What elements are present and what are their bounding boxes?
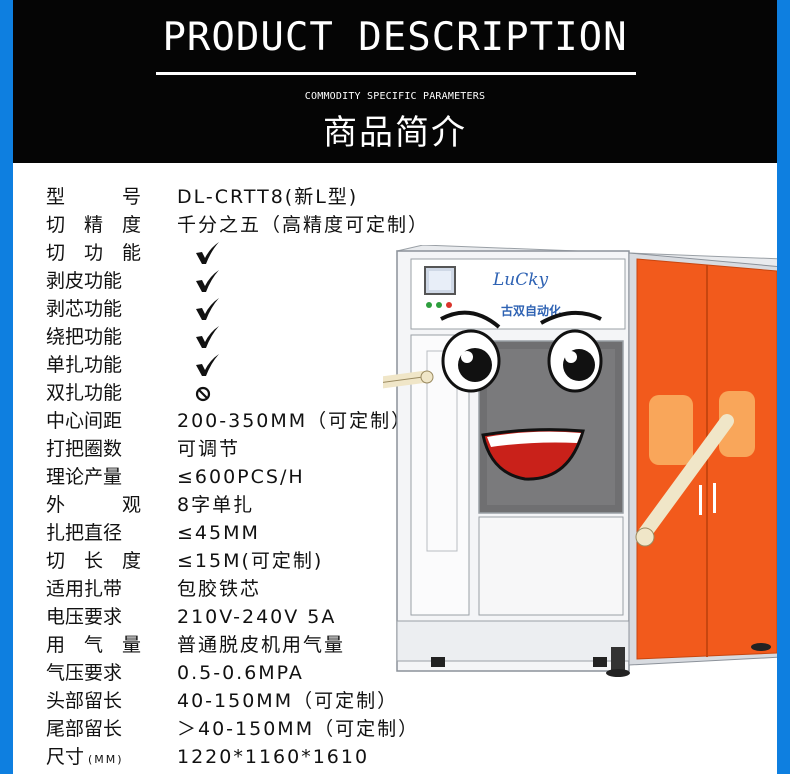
spec-value: 1220*1160*1610 [177,746,370,768]
check-icon [196,270,219,292]
page-subtitle: COMMODITY SPECIFIC PARAMETERS [304,91,486,102]
spec-row: 型号 DL-CRTT8(新L型) [46,183,466,211]
spec-label: 适用扎带 [46,578,123,600]
machine-illustration: LuCky 古双自动化 [383,245,777,677]
spec-value: DL-CRTT8(新L型) [177,186,359,208]
spec-row: 电压要求 210V-240V 5A [46,603,466,631]
spec-value: ≤600PCS/H [177,466,305,488]
spec-row: 切精度 千分之五（高精度可定制） [46,211,466,239]
spec-label: 理论产量 [46,466,123,488]
spec-value: 200-350MM（可定制） [177,410,413,432]
page-title-cn: 商品简介 [323,113,467,153]
spec-row: 理论产量 ≤600PCS/H [46,463,466,491]
spec-row: 剥芯功能 [46,295,466,323]
spec-value: ≤15M(可定制) [177,550,324,572]
spec-row: 适用扎带 包胶铁芯 [46,575,466,603]
spec-row: 绕把功能 [46,323,466,351]
no-icon [195,386,211,402]
spec-value: 8字单扎 [177,494,255,516]
spec-row: 气压要求 0.5-0.6MPA [46,659,466,687]
spec-row: 切功能 [46,239,466,267]
machine-brand: 古双自动化 [501,303,561,318]
spec-row: 扎把直径 ≤45MM [46,519,466,547]
spec-row: 中心间距 200-350MM（可定制） [46,407,466,435]
check-icon [196,354,219,376]
spec-label: 尾部留长 [46,718,123,740]
spec-value: ＞40-150MM（可定制） [177,718,420,740]
spec-value: 包胶铁芯 [177,578,262,600]
spec-label: 气压要求 [46,662,123,684]
spec-row: 外观 8字单扎 [46,491,466,519]
spec-row: 用气量 普通脱皮机用气量 [46,631,466,659]
spec-row: 头部留长 40-150MM（可定制） [46,687,466,715]
spec-row: 剥皮功能 [46,267,466,295]
page-title: PRODUCT DESCRIPTION [162,15,628,60]
spec-label: 用气量 [46,634,141,656]
spec-row: 切长度 ≤15M(可定制) [46,547,466,575]
check-icon [196,326,219,348]
spec-label: 扎把直径 [46,522,123,544]
spec-value: 千分之五（高精度可定制） [177,214,430,236]
spec-row: 单扎功能 [46,351,466,379]
header-banner: PRODUCT DESCRIPTION COMMODITY SPECIFIC P… [13,0,777,163]
spec-label: 双扎功能 [46,382,123,404]
spec-label: 中心间距 [46,410,123,432]
spec-value: 210V-240V 5A [177,606,337,628]
content-panel: 型号 DL-CRTT8(新L型) 切精度 千分之五（高精度可定制） 切功能剥皮功能剥芯功… [13,163,777,774]
spec-row: 尺寸(MM) 1220*1160*1610 [46,743,466,771]
spec-value: 40-150MM（可定制） [177,690,399,712]
spec-label: 绕把功能 [46,326,123,348]
machine-logo-script: LuCky [492,270,549,290]
spec-value: 0.5-0.6MPA [177,662,304,684]
spec-label: 头部留长 [46,690,123,712]
spec-label: 切长度 [46,550,141,572]
spec-label: 尺寸(MM) [46,746,124,768]
spec-label: 电压要求 [46,606,123,628]
spec-label: 型号 [46,186,141,208]
spec-label: 打把圈数 [46,438,123,460]
spec-row: 双扎功能 [46,379,466,407]
spec-row: 尾部留长 ＞40-150MM（可定制） [46,715,466,743]
spec-value: ≤45MM [177,522,260,544]
spec-unit: (MM) [88,753,124,766]
spec-label: 切精度 [46,214,141,236]
spec-row: 打把圈数 可调节 [46,435,466,463]
check-icon [196,242,219,264]
spec-label: 单扎功能 [46,354,123,376]
spec-label: 外观 [46,494,141,516]
check-icon [196,298,219,320]
spec-value: 普通脱皮机用气量 [177,634,346,656]
spec-value: 可调节 [177,438,241,460]
spec-label: 剥皮功能 [46,270,123,292]
spec-label: 切功能 [46,242,141,264]
spec-label: 剥芯功能 [46,298,123,320]
title-underline [156,72,636,75]
